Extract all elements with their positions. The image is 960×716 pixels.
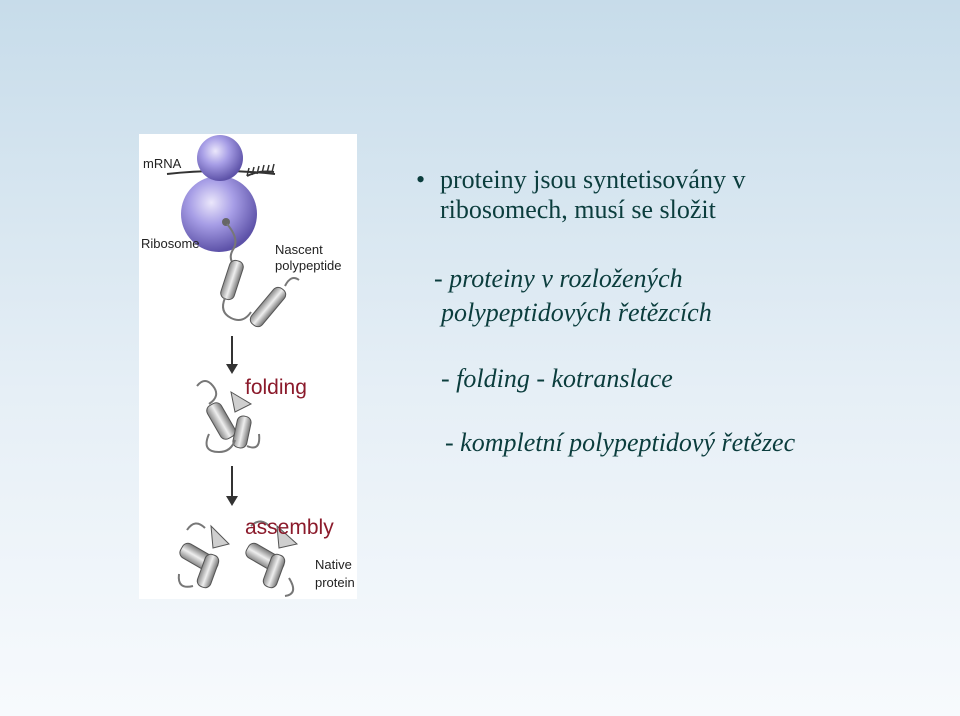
subpoint-unfolded-line1: - proteiny v rozložených [434,264,683,293]
subpoint-folding: - folding - kotranslace [441,364,673,393]
bullet-dot: • [416,165,426,194]
figure-drawing [166,135,300,597]
arrow-assembly [226,466,238,506]
step-folding: folding [245,376,307,399]
main-bullet: • proteiny jsou syntetisovány v ribosome… [416,165,746,225]
nascent-polypeptide [220,223,300,328]
ribosome-shape [181,135,257,252]
bullet-text-line2: ribosomech, musí se složit [440,195,716,224]
bullet-text-line1: proteiny jsou syntetisovány v [440,165,746,194]
step-assembly: assembly [245,516,334,539]
label-mrna: mRNA [143,156,182,171]
label-nascent: Nascent [275,242,323,257]
label-protein: protein [315,575,355,590]
folding-intermediate [196,380,261,454]
label-ribosome: Ribosome [141,236,200,251]
label-native: Native [315,557,352,572]
subpoint-unfolded-line2: polypeptidových řetězcích [441,298,712,327]
arrow-folding [226,336,238,374]
label-polypeptide: polypeptide [275,258,342,273]
native-protein [177,520,299,597]
protein-synthesis-figure: mRNA Ribosome Nascent polypeptide foldin… [139,134,357,599]
subpoint-complete-chain: - kompletní polypeptidový řetězec [445,428,796,457]
